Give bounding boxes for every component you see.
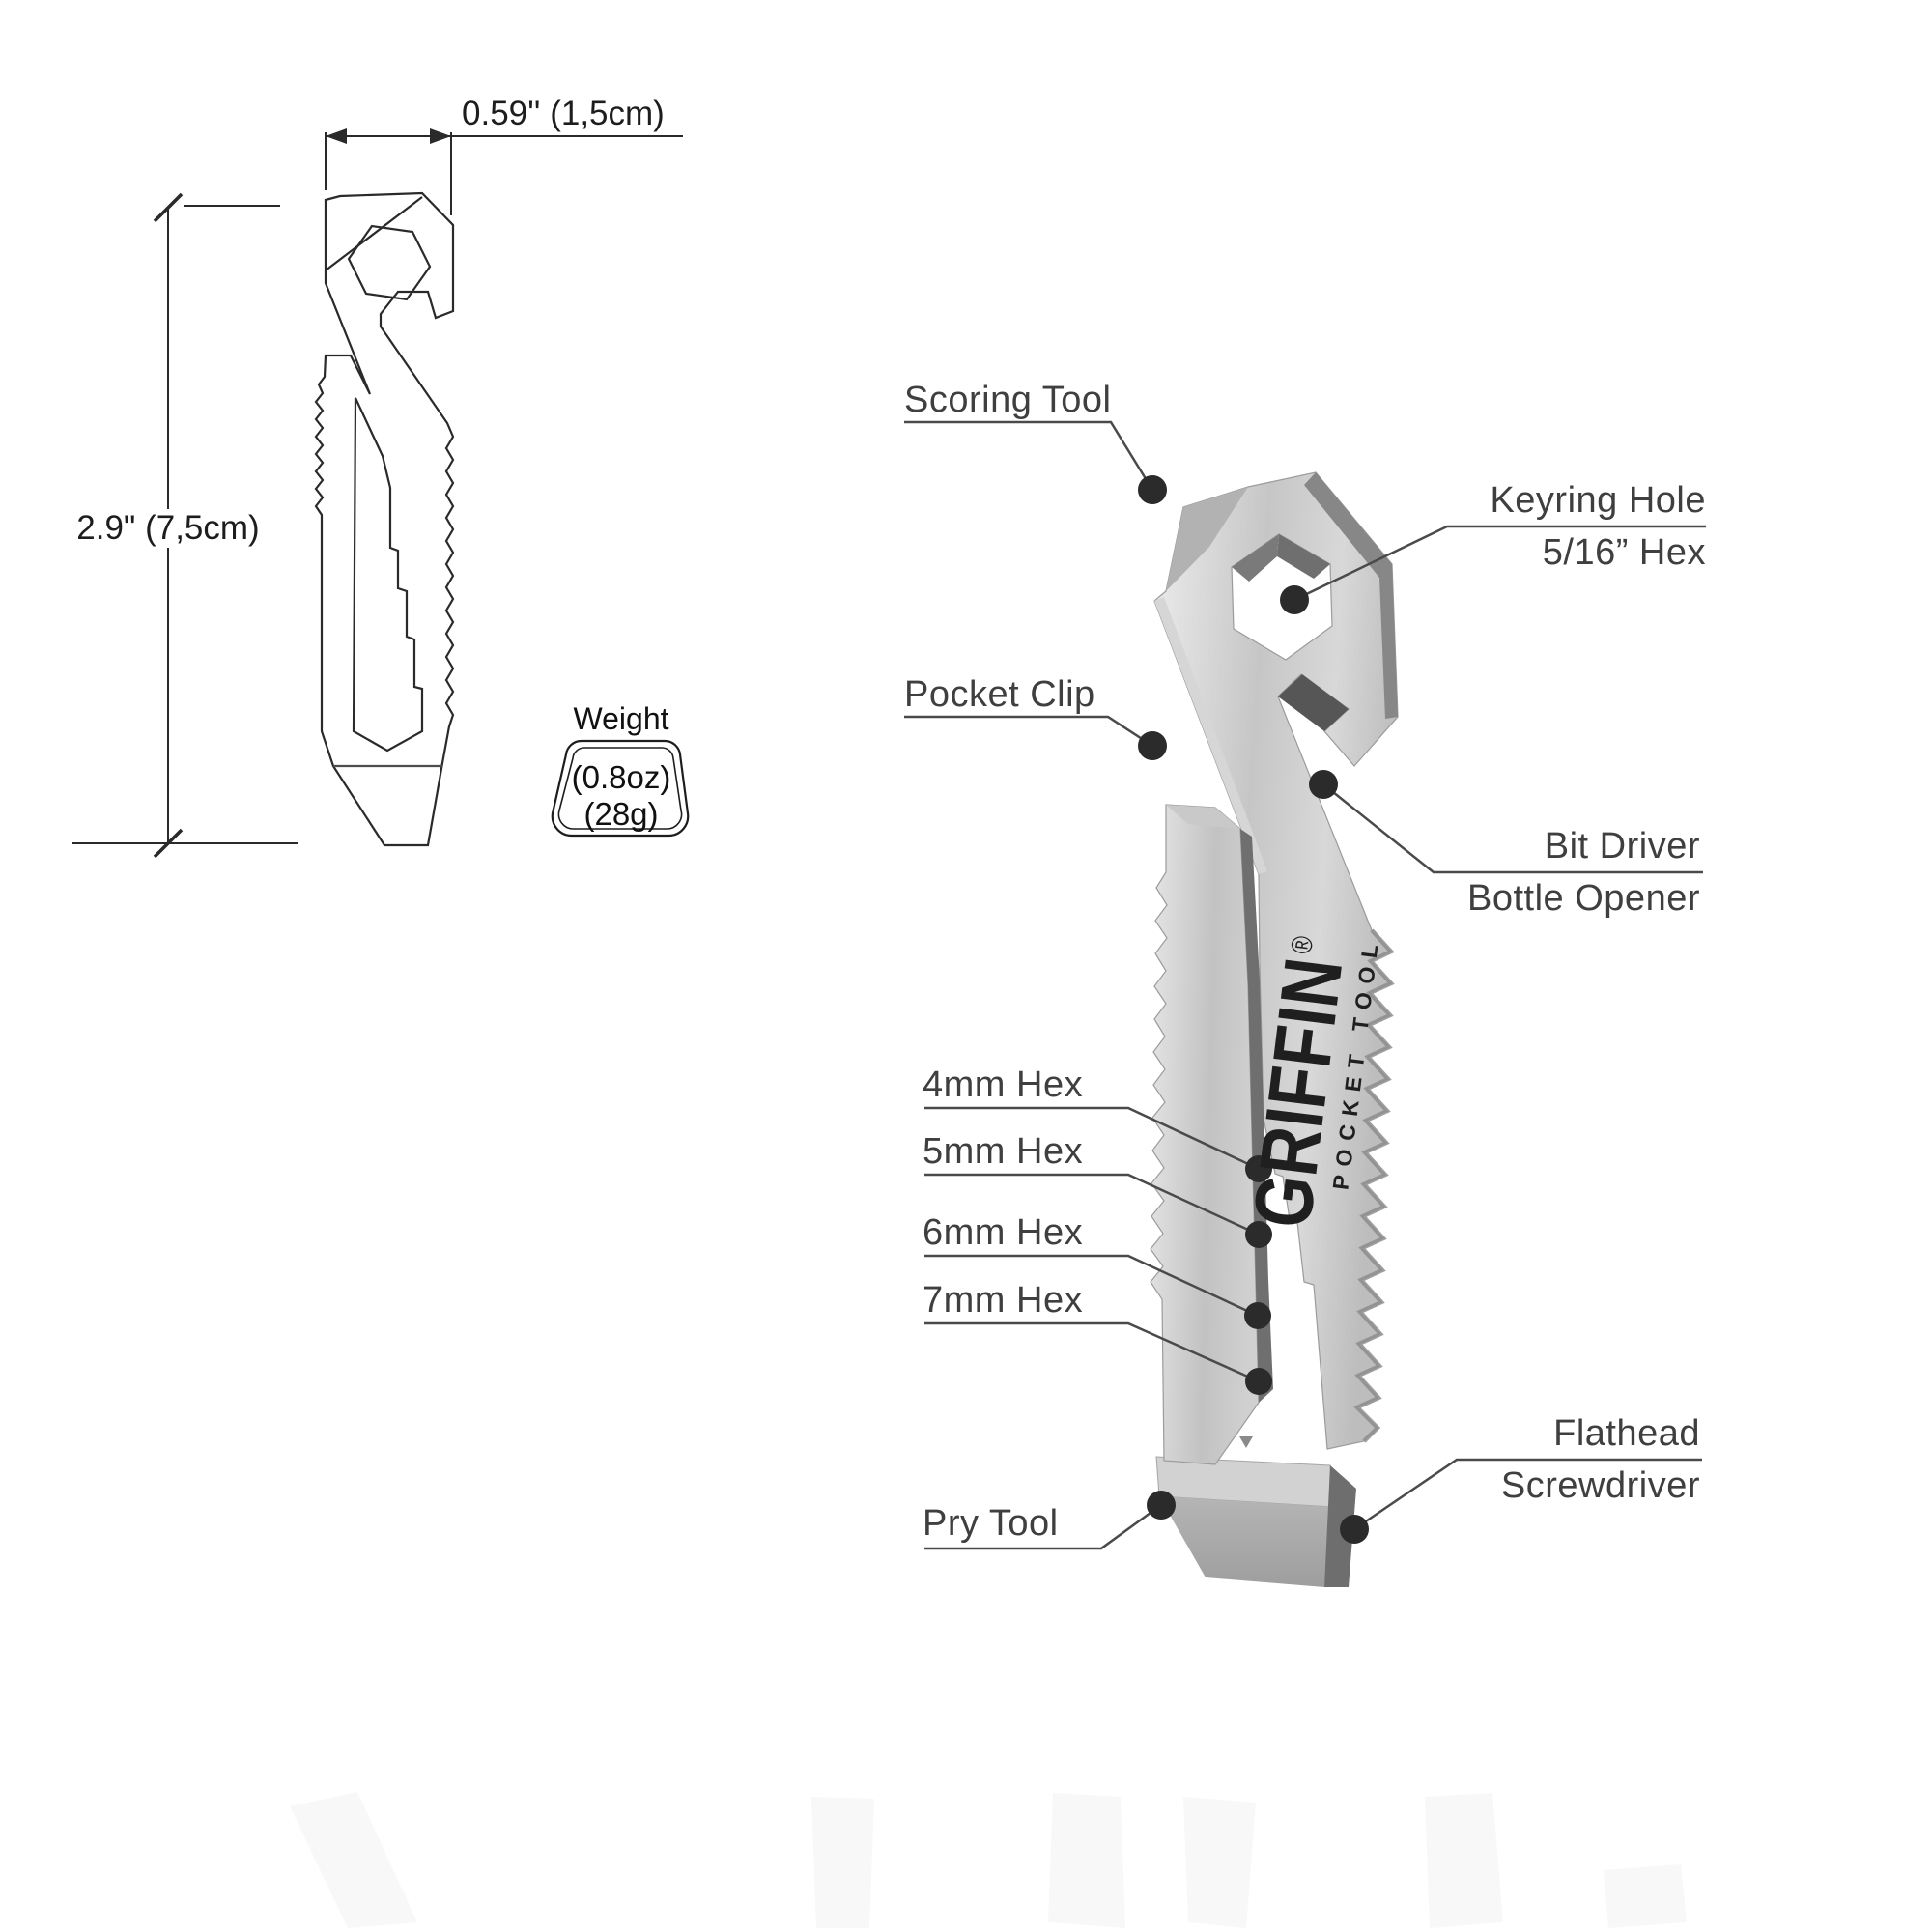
dot-hex-7mm [1245,1368,1272,1395]
leader-pocket-clip [904,715,1153,748]
callout-hex-5mm: 5mm Hex [923,1131,1084,1172]
faint-watermark [290,1792,1687,1928]
dot-scoring-tool [1138,475,1167,504]
callout-keyring-hole-line1: Keyring Hole [1490,480,1706,521]
dot-flathead [1340,1515,1369,1544]
dot-hex-5mm [1245,1221,1272,1248]
dim-arrow-left [326,128,347,144]
weight-title: Weight [573,701,669,736]
render-scoring-chamfer [1166,487,1248,591]
height-dimension-label: 2.9" (7,5cm) [67,509,270,548]
callout-dots [1138,475,1369,1544]
dot-hex-6mm [1244,1302,1271,1329]
leader-hex-6mm [924,1254,1259,1318]
render-serration-shade [1353,928,1395,1443]
callout-pry-tool: Pry Tool [923,1503,1059,1544]
registered-trademark-icon: ® [1283,932,1321,956]
side-profile-drawing [314,191,455,847]
callout-scoring-tool: Scoring Tool [904,380,1112,420]
leader-pry-tool [924,1503,1162,1550]
leader-flathead [1353,1458,1702,1531]
leader-bit-driver [1322,783,1703,874]
profile-hex-hole [347,224,432,301]
callout-hex-4mm: 4mm Hex [923,1065,1084,1105]
render-clip-side [1240,829,1273,1403]
leader-scoring-tool [904,420,1154,491]
profile-scoring-line [325,196,423,271]
weight-g-value: (28g) [583,796,659,832]
dim-tick-top [153,192,184,223]
dim-tick-bottom [153,828,184,859]
dot-pocket-clip [1138,731,1167,760]
dot-hex-4mm [1245,1155,1272,1182]
callout-flathead-line1: Flathead [1553,1413,1700,1454]
callout-lines [904,420,1706,1550]
dimension-lines [72,128,683,859]
leader-keyring-hole [1293,525,1706,602]
render-pocket-clip [1150,804,1260,1465]
dot-bit-driver [1309,770,1338,799]
dot-keyring-hole [1280,585,1309,614]
leader-hex-7mm [924,1321,1260,1383]
leader-hex-5mm [924,1173,1260,1236]
render-bottle-notch [1278,674,1349,731]
callout-keyring-hole-line2: 5/16” Hex [1542,532,1706,573]
weight-oz-value: (0.8oz) [571,759,671,795]
callout-bit-driver-line2: Bottle Opener [1467,878,1700,919]
weight-badge [551,739,690,838]
width-dimension-label: 0.59'' (1,5cm) [462,95,665,132]
render-clip-top [1166,805,1240,829]
render-hex-bevel-left [1232,534,1279,582]
dim-arrow-right [430,128,451,144]
leader-hex-4mm [924,1106,1260,1171]
render-topright-bevel [1304,472,1398,719]
dot-pry-tool [1147,1491,1176,1520]
render-hex-bevel-top [1277,534,1330,579]
profile-clip-channel [352,397,424,753]
render-tip-face [1159,1496,1333,1587]
render-neck-highlight [1154,597,1267,874]
tool-render [1150,471,1399,1587]
profile-outline [314,191,455,847]
callout-bit-driver-line1: Bit Driver [1544,826,1700,867]
render-tip-notch [1239,1436,1253,1448]
callout-hex-7mm: 7mm Hex [923,1280,1084,1321]
callout-pocket-clip: Pocket Clip [904,674,1095,715]
callout-hex-6mm: 6mm Hex [923,1212,1084,1253]
callout-flathead-line2: Screwdriver [1500,1465,1700,1506]
